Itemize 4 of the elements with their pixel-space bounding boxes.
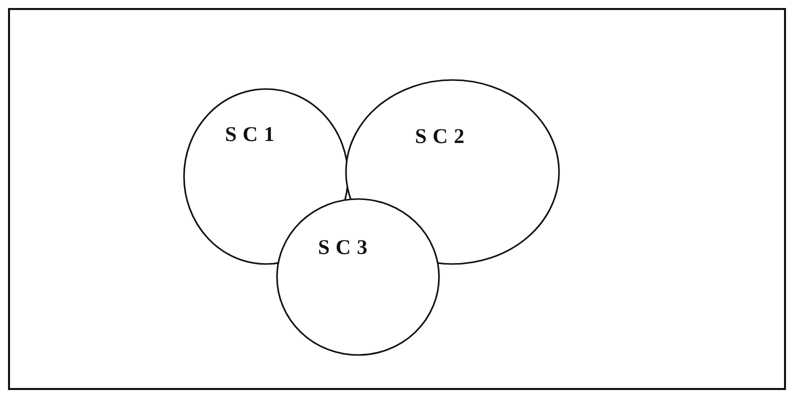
circle-label: SC3 <box>318 235 374 260</box>
circle <box>276 198 440 356</box>
circle-label: SC1 <box>225 122 280 147</box>
circle-label: SC2 <box>415 124 470 149</box>
